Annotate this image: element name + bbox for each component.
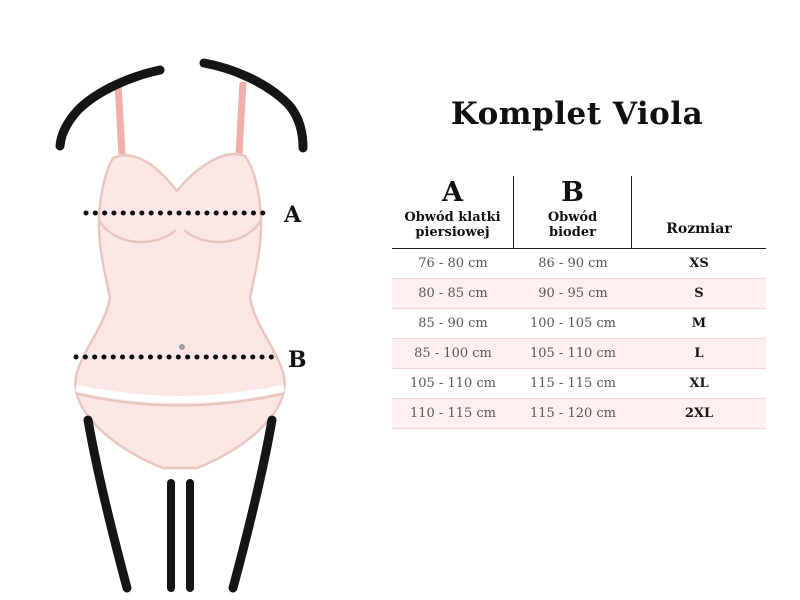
size-value: 2XL — [684, 405, 714, 421]
hips-range: 115 - 115 cm — [529, 375, 617, 391]
size-value: S — [694, 285, 704, 301]
header-bust-label: Obwód klatki piersiowej — [404, 209, 501, 241]
hips-range: 105 - 110 cm — [529, 345, 617, 361]
arm-right — [199, 58, 308, 153]
underbust-seam-right — [183, 219, 263, 244]
bust-range: 110 - 115 cm — [409, 405, 497, 421]
header-hips-column: B Obwód bioder — [514, 176, 632, 248]
leg-outer-left — [83, 415, 132, 593]
size-table-header: A Obwód klatki piersiowej B Obwód bioder… — [392, 176, 766, 248]
strap-left — [114, 83, 126, 155]
header-bust-letter: A — [442, 177, 463, 208]
size-table: A Obwód klatki piersiowej B Obwód bioder… — [392, 176, 766, 429]
torso-shape — [74, 153, 286, 470]
table-row-xl: 105 - 110 cm 115 - 115 cm XL — [392, 369, 766, 399]
bust-range: 76 - 80 cm — [418, 255, 488, 271]
hips-range: 90 - 95 cm — [538, 285, 608, 301]
bust-range: 85 - 100 cm — [414, 345, 492, 361]
bust-range: 80 - 85 cm — [418, 285, 488, 301]
bust-range: 85 - 90 cm — [418, 315, 488, 331]
bust-range: 105 - 110 cm — [409, 375, 497, 391]
table-row-2xl: 110 - 115 cm 115 - 120 cm 2XL — [392, 398, 766, 429]
navel-dot — [179, 344, 185, 350]
size-value: XL — [689, 375, 709, 391]
header-hips-letter: B — [561, 177, 584, 208]
underbust-seam-left — [97, 219, 177, 244]
hip-measure-label: B — [288, 347, 307, 373]
strap-right — [235, 81, 247, 155]
page-title: Komplet Viola — [450, 96, 704, 132]
bust-measure-label: A — [283, 202, 302, 228]
waistband-gap — [75, 384, 285, 403]
table-row-m: 85 - 90 cm 100 - 105 cm M — [392, 309, 766, 339]
hips-range: 100 - 105 cm — [529, 315, 617, 331]
leg-outer-right — [228, 415, 277, 593]
size-value: M — [691, 315, 707, 331]
table-row-s: 80 - 85 cm 90 - 95 cm S — [392, 278, 766, 309]
header-hips-label: Obwód bioder — [547, 209, 598, 241]
size-diagram-figure: A B — [55, 58, 308, 593]
size-value: XS — [689, 255, 709, 271]
panty-waistband-line — [77, 392, 283, 407]
size-value: L — [694, 345, 704, 361]
header-size-label: Rozmiar — [666, 220, 732, 237]
hips-range: 86 - 90 cm — [538, 255, 608, 271]
header-bust-column: A Obwód klatki piersiowej — [392, 176, 514, 248]
hips-range: 115 - 120 cm — [529, 405, 617, 421]
header-size-column: Rozmiar — [632, 176, 766, 248]
size-table-body: 76 - 80 cm 86 - 90 cm XS 80 - 85 cm 90 -… — [392, 247, 766, 429]
table-row-l: 85 - 100 cm 105 - 110 cm L — [392, 338, 766, 369]
arm-left — [55, 65, 165, 151]
table-row-xs: 76 - 80 cm 86 - 90 cm XS — [392, 249, 766, 279]
